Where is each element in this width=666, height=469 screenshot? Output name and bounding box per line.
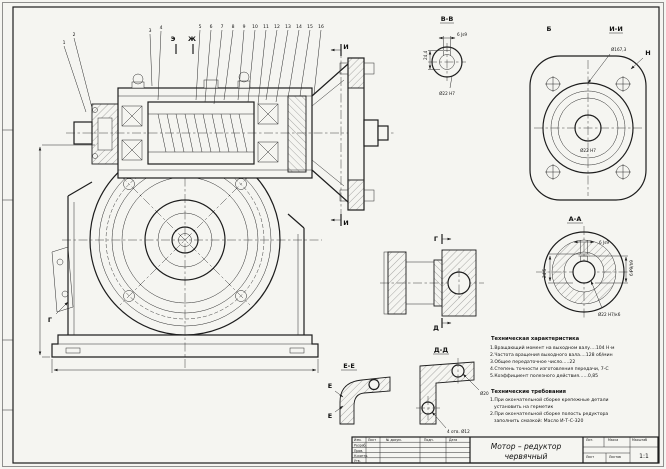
tech-characteristics: Техническая характеристика 1.Вращающий м… xyxy=(490,336,615,379)
dim-keyway-depth: 24,4 xyxy=(423,50,428,60)
worm-shaft-section xyxy=(66,71,394,179)
tb-h-doc: № докум. xyxy=(386,438,402,442)
main-front-view: Г xyxy=(38,128,322,373)
tb-c-lit: Лит. xyxy=(586,438,593,442)
callout: 10 xyxy=(252,24,258,30)
tb-h-data: Дата xyxy=(449,438,457,442)
tb-f-list: Лист xyxy=(586,455,594,459)
callouts: 1 2 3 4 5 6 7 8 9 10 11 12 13 14 15 16 xyxy=(63,24,324,113)
callout: 15 xyxy=(307,24,313,30)
tech-req-line: установить на герметик xyxy=(494,405,553,410)
cut-label-g: Г xyxy=(434,235,438,243)
cut-marks-e-zh: Э Ж xyxy=(171,35,196,54)
section-vv: В-В 6 Js9 24,4 Ø22 H7 xyxy=(423,15,467,96)
side-bracket xyxy=(51,246,74,313)
view-arrow-n-label: Н xyxy=(645,49,650,57)
view-ii: Б И-И Ø167,3 Ø22 H7 Н xyxy=(529,25,651,201)
callout: 6 xyxy=(210,24,213,30)
housing-base xyxy=(51,334,319,358)
drawing-scale: 1:1 xyxy=(639,453,649,460)
tb-r-prov: Пров. xyxy=(354,449,363,453)
tb-r-nkontr: Н.контр. xyxy=(354,454,368,458)
dim-aa-bore-fit: Ø22 H7/к6 xyxy=(598,312,621,317)
tb-f-listov: Листов xyxy=(609,455,621,459)
view-arrow-g xyxy=(55,301,69,315)
dim-aa-depth: 24,5 xyxy=(542,268,547,278)
cut-label-e2: Е xyxy=(328,412,332,420)
section-ee-title: Е-Е xyxy=(343,362,355,370)
callout: 12 xyxy=(274,24,280,30)
dim-aa-key-fit: 6 P9/h9 xyxy=(629,260,634,276)
dim-dd-holes: 4 отв. Ø12 xyxy=(447,429,470,434)
callout: 16 xyxy=(318,24,324,30)
cut-label-e: Э xyxy=(171,35,176,43)
tb-h-izm: Изм. xyxy=(354,438,362,442)
lifting-lugs xyxy=(131,71,251,89)
callout: 4 xyxy=(160,25,163,31)
tech-char-item: 4.Степень точности изготовления передачи… xyxy=(490,366,609,372)
tech-char-item: 3.Общее передаточное число.....22 xyxy=(490,359,575,365)
tech-requirements: Технические требования 1.При окончательн… xyxy=(490,388,609,424)
tb-h-list: Лист xyxy=(368,438,376,442)
title-block: Изм. Лист № докум. Подп. Дата Разраб. Пр… xyxy=(351,436,659,464)
callout: 8 xyxy=(232,24,235,30)
view-ii-title: И-И xyxy=(609,25,623,33)
dimension-lines xyxy=(38,144,319,373)
view-gd: Г Д xyxy=(380,234,484,332)
dim-aa-key-width: 6 Js9 xyxy=(599,240,609,245)
tech-req-line: заполнить смазкой: Масло И-Т-С-320 xyxy=(494,417,583,424)
drawing-title-line1: Мотор – редуктор xyxy=(491,442,562,451)
tech-char-item: 1.Вращающий момент на выходном валу....1… xyxy=(490,344,615,351)
tech-req-title: Технические требования xyxy=(491,388,566,395)
tech-char-title: Техническая характеристика xyxy=(491,336,580,342)
dim-keyway-width: 6 Js9 xyxy=(457,32,467,37)
bearing-left xyxy=(121,105,143,161)
callout: 11 xyxy=(263,24,269,30)
tb-c-masshtab: Масштаб xyxy=(632,438,647,442)
tech-req-line: 1.При окончательной сборке крепежные дет… xyxy=(490,396,609,403)
view-arrow-g-label: Г xyxy=(48,316,52,324)
tech-char-item: 2.Частота вращения выходного вала....128… xyxy=(490,352,613,358)
bell-flange xyxy=(311,57,389,211)
tb-c-massa: Масса xyxy=(608,438,618,442)
tech-char-item: 5.Коэффициент полезного действия......0,… xyxy=(490,372,598,379)
section-aa: А-А 6 Js9 6 P9/h9 24,5 Ø22 H7/к6 xyxy=(536,215,634,318)
bearing-right xyxy=(257,103,279,163)
tb-h-podp: Подп. xyxy=(424,438,434,442)
tb-r-razrab: Разраб. xyxy=(354,444,367,448)
tb-r-utv: Утв. xyxy=(354,459,361,463)
cut-label-zh: Ж xyxy=(188,35,196,43)
drawing-title-line2: червячный xyxy=(505,452,548,461)
callout: 14 xyxy=(296,24,302,30)
callout: 2 xyxy=(73,32,76,38)
dim-dd-hole: Ø20 xyxy=(480,391,489,396)
section-vv-title: В-В xyxy=(441,15,454,23)
callout: 1 xyxy=(63,40,66,46)
callout: 7 xyxy=(221,24,224,30)
callout: 5 xyxy=(199,24,202,30)
cut-label-d: Д xyxy=(433,324,439,332)
dim-shaft-dia: Ø22 H7 xyxy=(439,91,455,96)
flange-bolts-ii xyxy=(545,76,631,180)
section-dd: Д-Д Ø20 4 отв. Ø12 xyxy=(416,346,489,434)
cut-label-e1: Е xyxy=(328,382,332,390)
section-ee: Е-Е Е Е xyxy=(328,362,391,425)
cut-label-i-top: И xyxy=(343,43,348,51)
view-arrow-n xyxy=(630,57,644,70)
tech-req-line: 2.При окончательной сборке полость редук… xyxy=(490,410,608,417)
callout: 9 xyxy=(243,24,246,30)
cut-line-i: И И xyxy=(330,43,349,227)
cut-label-i-bottom: И xyxy=(343,219,348,227)
section-aa-title: А-А xyxy=(569,215,582,223)
view-b-label: Б xyxy=(547,25,552,33)
flange-bolt-holes xyxy=(123,178,247,302)
dim-flange-dia: Ø167,3 xyxy=(611,47,627,52)
callout: 3 xyxy=(149,28,152,34)
callout: 13 xyxy=(285,24,291,30)
section-dd-title: Д-Д xyxy=(434,346,448,354)
dim-bore-dia: Ø22 H7 xyxy=(580,148,596,153)
